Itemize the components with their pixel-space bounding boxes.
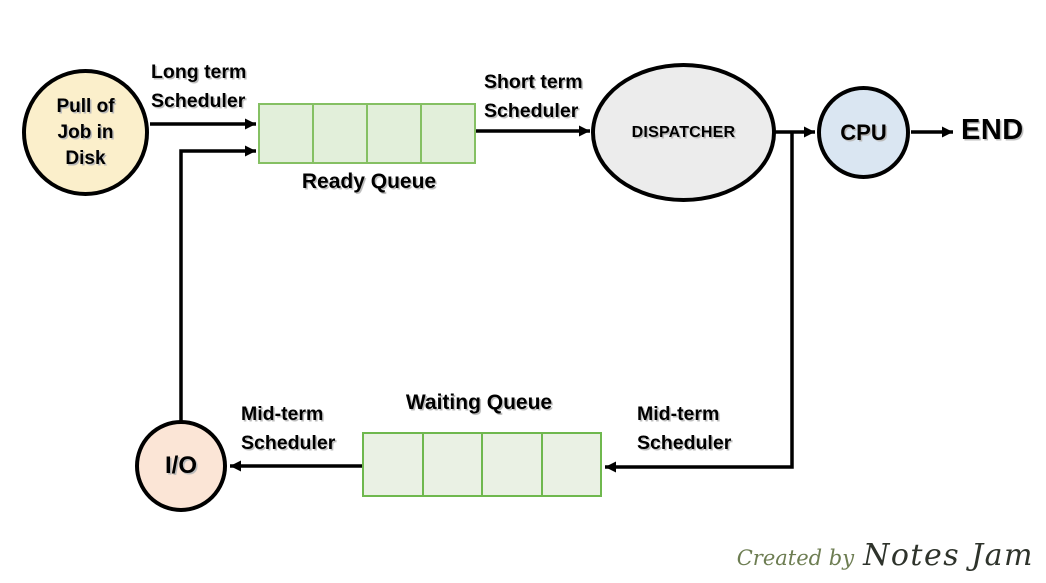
watermark-created-by: Created by <box>736 546 855 570</box>
io-node: I/O <box>135 420 227 512</box>
waiting-queue-cell <box>424 434 483 495</box>
waiting-queue-label: Waiting Queue <box>405 391 553 414</box>
io-label: I/O <box>164 452 197 479</box>
waiting-queue-cell <box>364 434 424 495</box>
disk-job-pool-label: Pull of Job in Disk <box>56 95 115 169</box>
end-label: END <box>961 114 1024 146</box>
ready-queue-cell <box>422 105 474 162</box>
mid-term-scheduler-right-label: Mid-term Scheduler <box>637 403 732 454</box>
ready-queue-cell <box>314 105 368 162</box>
short-term-scheduler-label: Short term Scheduler <box>484 71 583 122</box>
ready-queue-cell <box>368 105 422 162</box>
dispatcher-label: DISPATCHER <box>631 123 736 141</box>
waiting-queue-cell <box>543 434 601 495</box>
arrow-io-to-ready-queue <box>179 145 256 421</box>
dispatcher-node: DISPATCHER <box>591 63 776 202</box>
watermark-brand: Notes Jam <box>863 538 1034 573</box>
ready-queue-cell <box>260 105 314 162</box>
disk-job-pool-node: Pull of Job in Disk <box>22 69 149 196</box>
ready-queue-label: Ready Queue <box>301 170 437 193</box>
long-term-scheduler-label: Long term Scheduler <box>151 61 247 112</box>
cpu-node: CPU <box>817 86 910 179</box>
waiting-queue <box>362 432 602 497</box>
cpu-label: CPU <box>840 119 887 145</box>
waiting-queue-cell <box>483 434 543 495</box>
watermark: Created by Notes Jam <box>737 538 1034 573</box>
mid-term-scheduler-left-label: Mid-term Scheduler <box>241 403 336 454</box>
ready-queue <box>258 103 476 164</box>
